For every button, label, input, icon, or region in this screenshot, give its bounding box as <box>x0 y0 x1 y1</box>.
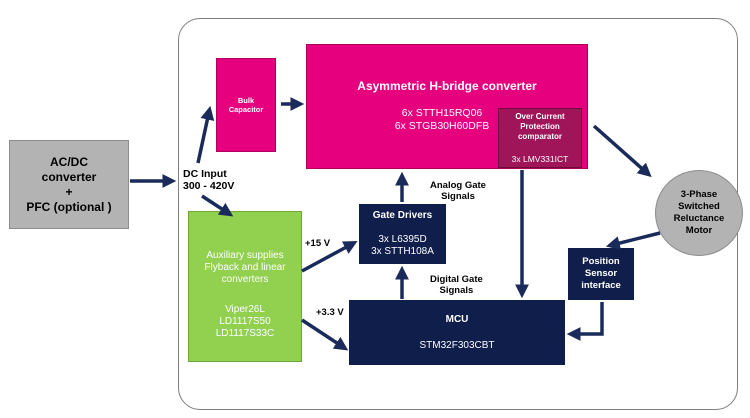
digital-gate-signals-label: Digital Gate Signals <box>430 274 483 296</box>
arrow-dc-to-bulk <box>196 105 215 164</box>
bulk-capacitor-block: Bulk Capacitor <box>216 58 276 152</box>
ocp-line3: comparator <box>517 132 562 141</box>
v15-label: +15 V <box>305 238 331 249</box>
motor-line4: Motor <box>685 225 713 236</box>
ocp-line1: Over Current <box>515 112 565 121</box>
v33-label: +3.3 V <box>316 307 344 318</box>
gate-part1: 3x L6395D <box>378 234 427 245</box>
dc-input-line2: 300 - 420V <box>183 180 235 192</box>
gate-drivers-block: Gate Drivers 3x L6395D 3x STTH108A <box>359 204 446 264</box>
dc-input-label: DC Input 300 - 420V <box>183 168 234 192</box>
arrow-dc-to-aux <box>201 194 234 217</box>
bulk-line2: Capacitor <box>228 105 264 114</box>
gate-part2: 3x STTH108A <box>371 246 434 257</box>
pos-line2: Sensor <box>584 268 618 279</box>
motor-line1: 3-Phase <box>680 189 718 200</box>
analog-line1: Analog Gate <box>430 180 486 191</box>
analog-gate-signals-label: Analog Gate Signals <box>430 180 486 202</box>
arrow-motor-to-position <box>605 231 661 250</box>
aux-part1: Viper26L <box>225 304 265 315</box>
aux-line3: converters <box>221 274 269 285</box>
pos-line3: interface <box>581 280 621 291</box>
motor-line3: Reluctance <box>673 213 725 224</box>
mcu-block: MCU STM32F303CBT <box>349 300 565 365</box>
analog-line2: Signals <box>441 191 475 202</box>
aux-line1: Auxiliary supplies <box>206 250 284 261</box>
arrow-aux-15v-to-gate <box>301 241 358 273</box>
acdc-line4: PFC (optional ) <box>26 199 112 214</box>
motor-line2: Switched <box>678 201 720 212</box>
arrow-h-bridge-to-motor <box>592 124 652 178</box>
bulk-line1: Bulk <box>237 96 255 105</box>
arrow-aux-33v-to-mcu <box>301 318 349 351</box>
ocp-part: 3x LMV331ICT <box>511 154 569 164</box>
arrow-position-to-mcu <box>566 302 604 341</box>
digital-line1: Digital Gate <box>430 274 483 285</box>
ocp-line2: Protection <box>520 122 560 131</box>
dc-input-line1: DC Input <box>183 168 227 180</box>
digital-line2: Signals <box>439 285 474 296</box>
motor-block: 3-Phase Switched Reluctance Motor <box>655 170 743 256</box>
over-current-block: Over Current Protection comparator 3x LM… <box>498 108 582 168</box>
mcu-part: STM32F303CBT <box>419 339 495 351</box>
h-bridge-title: Asymmetric H-bridge converter <box>357 79 537 93</box>
pos-line1: Position <box>582 256 620 267</box>
acdc-line1: AC/DC <box>50 154 88 169</box>
mcu-title: MCU <box>445 313 469 325</box>
aux-line2: Flyback and linear <box>204 262 286 273</box>
auxiliary-supplies-block: Auxiliary supplies Flyback and linear co… <box>188 211 302 362</box>
acdc-converter-block: AC/DC converter + PFC (optional ) <box>9 140 129 229</box>
acdc-line2: converter <box>41 169 97 184</box>
acdc-line3: + <box>65 184 73 199</box>
h-bridge-part2: 6x STGB30H60DFB <box>394 120 490 132</box>
h-bridge-part1: 6x STTH15RQ06 <box>401 107 483 119</box>
aux-part3: LD1117S33C <box>215 328 275 339</box>
gate-title: Gate Drivers <box>372 210 433 221</box>
position-sensor-block: Position Sensor interface <box>568 248 634 300</box>
aux-part2: LD1117S50 <box>219 316 271 327</box>
